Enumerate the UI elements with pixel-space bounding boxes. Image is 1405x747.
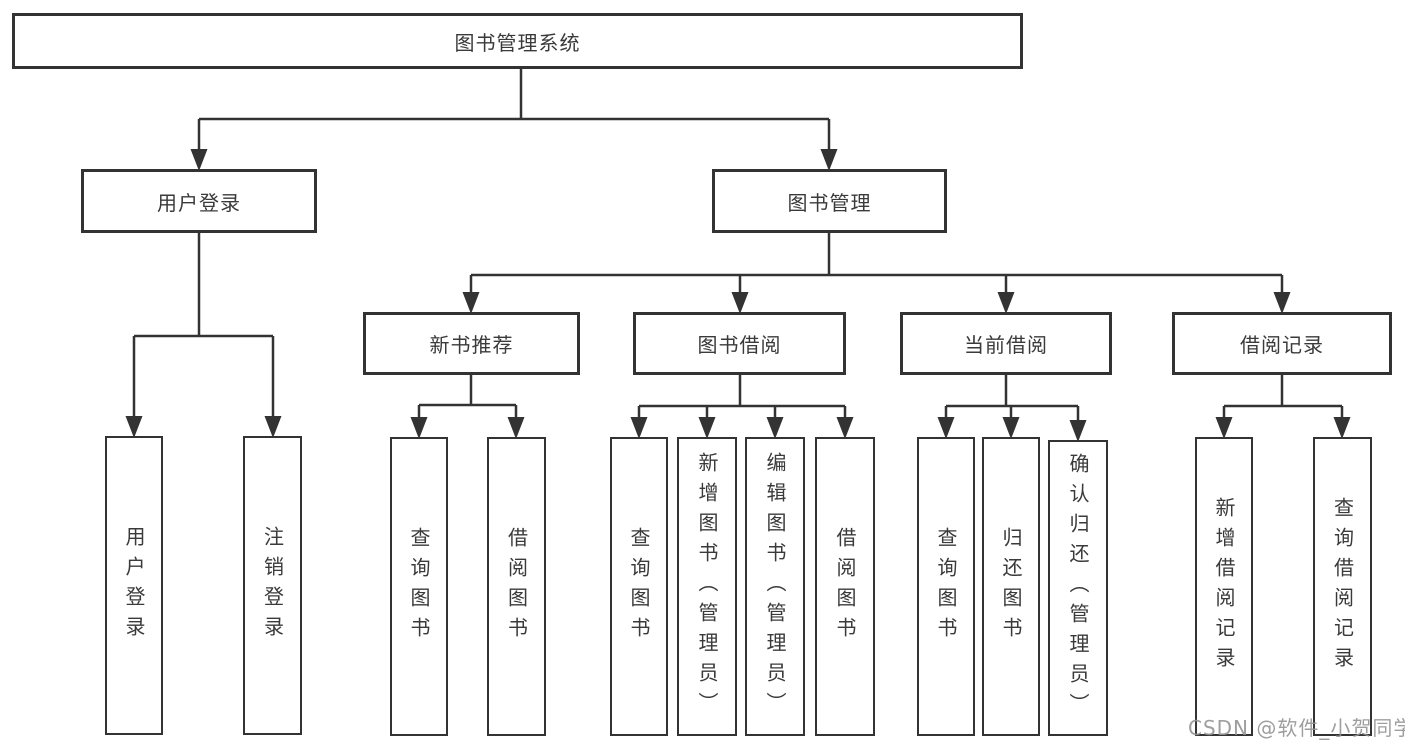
leaf-edit-books-admin: 编辑图书（管理员） [745, 437, 805, 736]
leaf-label: 新增图书（管理员） [695, 451, 719, 722]
node-label: 用户登录 [157, 190, 241, 215]
node-label: 图书借阅 [697, 333, 782, 357]
leaf-user-login: 用户登录 [105, 436, 163, 735]
node-user-login: 用户登录 [81, 169, 317, 233]
node-borrowing-records: 借阅记录 [1172, 312, 1392, 375]
leaf-query-books: 查询图书 [390, 437, 448, 736]
leaf-logout: 注销登录 [243, 436, 302, 735]
node-label: 图书管理 [787, 190, 872, 215]
node-label: 图书管理系统 [454, 30, 581, 55]
leaf-label: 查询图书 [934, 526, 958, 647]
leaf-label: 查询图书 [627, 526, 651, 647]
node-current-borrowing: 当前借阅 [900, 312, 1112, 375]
leaf-label: 查询借阅记录 [1330, 496, 1355, 677]
leaf-borrow-books: 借阅图书 [815, 437, 875, 736]
leaf-label: 用户登录 [122, 525, 146, 646]
leaf-label: 编辑图书（管理员） [763, 451, 787, 722]
leaf-label: 借阅图书 [504, 526, 529, 647]
leaf-add-books-admin: 新增图书（管理员） [677, 437, 737, 736]
leaf-label: 注销登录 [260, 525, 285, 646]
leaf-add-borrow-record: 新增借阅记录 [1195, 437, 1253, 736]
leaf-label: 查询图书 [407, 526, 431, 647]
node-book-borrowing: 图书借阅 [633, 312, 846, 375]
leaf-query-borrow-record: 查询借阅记录 [1313, 437, 1372, 736]
leaf-borrow-books: 借阅图书 [487, 437, 546, 736]
leaf-return-books: 归还图书 [982, 437, 1040, 736]
leaf-query-books: 查询图书 [917, 437, 975, 736]
csdn-watermark: CSDN @软件_小贺同学 [1188, 716, 1405, 740]
node-library-management-system: 图书管理系统 [12, 13, 1023, 69]
leaf-label: 归还图书 [999, 526, 1023, 647]
node-label: 新书推荐 [429, 333, 514, 357]
node-book-management: 图书管理 [712, 169, 947, 233]
leaf-label: 确认归还（管理员） [1066, 453, 1090, 723]
leaf-label: 新增借阅记录 [1212, 496, 1236, 677]
leaf-label: 借阅图书 [833, 526, 857, 647]
leaf-query-books: 查询图书 [610, 437, 668, 736]
node-label: 借阅记录 [1240, 333, 1324, 357]
node-new-book-recommendation: 新书推荐 [363, 312, 580, 375]
node-label: 当前借阅 [964, 333, 1048, 357]
leaf-confirm-return-admin: 确认归还（管理员） [1048, 440, 1108, 736]
